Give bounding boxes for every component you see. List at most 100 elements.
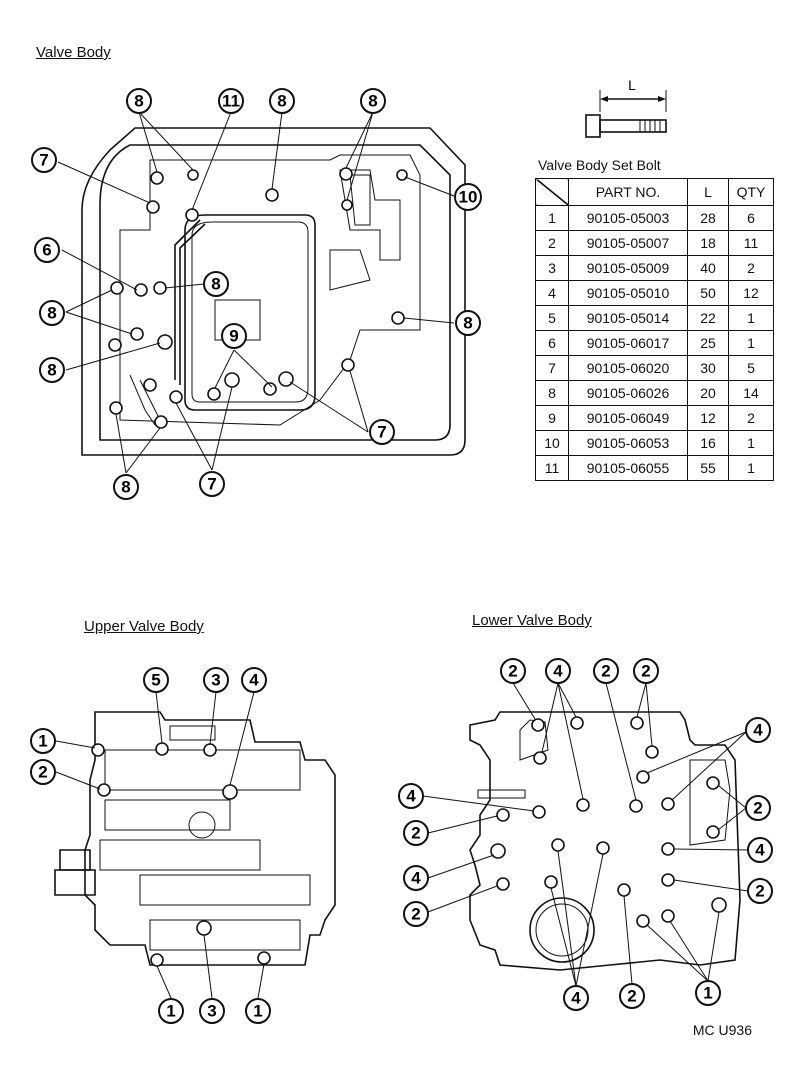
part-number: 90105-06053 — [568, 430, 688, 456]
callout-7: 7 — [369, 419, 395, 445]
part-number: 90105-06049 — [568, 405, 688, 431]
svg-text:2: 2 — [38, 763, 47, 782]
valve-body-title: Valve Body — [36, 44, 111, 61]
callout-1: 1 — [158, 998, 184, 1024]
svg-text:2: 2 — [601, 662, 610, 681]
svg-text:4: 4 — [553, 662, 563, 681]
bolt-icon: L — [585, 77, 667, 138]
callout-8: 8 — [455, 310, 481, 336]
set-bolt-table-title: Valve Body Set Bolt — [538, 157, 661, 173]
header-length: L — [687, 178, 729, 206]
length: 12 — [687, 405, 729, 431]
svg-text:11: 11 — [222, 92, 240, 111]
svg-text:7: 7 — [207, 475, 216, 494]
part-number: 90105-06055 — [568, 455, 688, 481]
quantity: 5 — [728, 355, 774, 381]
length: 16 — [687, 430, 729, 456]
svg-text:2: 2 — [508, 662, 517, 681]
upper-valve-body-title: Upper Valve Body — [84, 618, 204, 635]
svg-text:4: 4 — [411, 869, 421, 888]
row-number: 1 — [535, 205, 569, 231]
svg-text:8: 8 — [368, 92, 377, 111]
callout-10: 10 — [454, 183, 482, 211]
callout-1: 1 — [245, 998, 271, 1024]
callout-7: 7 — [31, 147, 57, 173]
callout-2: 2 — [619, 983, 645, 1009]
part-number: 90105-05010 — [568, 280, 688, 306]
svg-text:2: 2 — [755, 882, 764, 901]
length: 28 — [687, 205, 729, 231]
length: 25 — [687, 330, 729, 356]
callout-2: 2 — [403, 820, 429, 846]
quantity: 12 — [728, 280, 774, 306]
callout-2: 2 — [593, 658, 619, 684]
callout-8: 8 — [203, 271, 229, 297]
svg-text:8: 8 — [134, 92, 143, 111]
row-number: 7 — [535, 355, 569, 381]
svg-text:8: 8 — [211, 275, 220, 294]
svg-text:2: 2 — [753, 799, 762, 818]
callout-2: 2 — [633, 658, 659, 684]
svg-text:1: 1 — [166, 1002, 175, 1021]
quantity: 2 — [728, 405, 774, 431]
svg-text:4: 4 — [406, 787, 416, 806]
callout-4: 4 — [398, 783, 424, 809]
callout-2: 2 — [745, 795, 771, 821]
valve-body-drawing — [81, 127, 466, 456]
row-number: 8 — [535, 380, 569, 406]
upper-callouts: 5 3 4 1 2 1 3 1 — [30, 667, 271, 1024]
valve-body-callouts: 8 11 8 8 7 10 6 8 8 8 9 8 7 8 7 — [31, 88, 482, 500]
svg-text:2: 2 — [641, 662, 650, 681]
svg-text:4: 4 — [249, 671, 259, 690]
callout-4: 4 — [545, 658, 571, 684]
svg-text:4: 4 — [571, 989, 581, 1008]
part-number: 90105-06020 — [568, 355, 688, 381]
part-number: 90105-05003 — [568, 205, 688, 231]
upper-leaders — [55, 691, 265, 999]
svg-text:8: 8 — [277, 92, 286, 111]
row-number: 5 — [535, 305, 569, 331]
callout-3: 3 — [203, 667, 229, 693]
svg-text:6: 6 — [42, 241, 51, 260]
upper-valve-body-drawing — [54, 711, 336, 967]
quantity: 14 — [728, 380, 774, 406]
callout-3: 3 — [199, 998, 225, 1024]
header-part-no: PART NO. — [568, 178, 688, 206]
quantity: 1 — [728, 430, 774, 456]
callout-7: 7 — [199, 471, 225, 497]
callout-4: 4 — [241, 667, 267, 693]
callout-8: 8 — [39, 357, 65, 383]
quantity: 11 — [728, 230, 774, 256]
part-number: 90105-05007 — [568, 230, 688, 256]
part-number: 90105-05009 — [568, 255, 688, 281]
callout-11: 11 — [218, 88, 244, 114]
part-number: 90105-05014 — [568, 305, 688, 331]
length: 40 — [687, 255, 729, 281]
svg-text:9: 9 — [229, 327, 238, 346]
callout-4: 4 — [563, 985, 589, 1011]
row-number: 6 — [535, 330, 569, 356]
quantity: 6 — [728, 205, 774, 231]
callout-1: 1 — [30, 728, 56, 754]
callout-8: 8 — [39, 300, 65, 326]
callout-4: 4 — [745, 717, 771, 743]
svg-text:8: 8 — [121, 478, 130, 497]
quantity: 1 — [728, 330, 774, 356]
svg-text:8: 8 — [463, 314, 472, 333]
callout-1: 1 — [695, 980, 721, 1006]
svg-text:8: 8 — [47, 304, 56, 323]
svg-text:3: 3 — [207, 1002, 216, 1021]
row-number: 4 — [535, 280, 569, 306]
callout-8: 8 — [126, 88, 152, 114]
svg-text:8: 8 — [47, 361, 56, 380]
svg-text:1: 1 — [38, 732, 47, 751]
svg-text:10: 10 — [459, 188, 478, 207]
